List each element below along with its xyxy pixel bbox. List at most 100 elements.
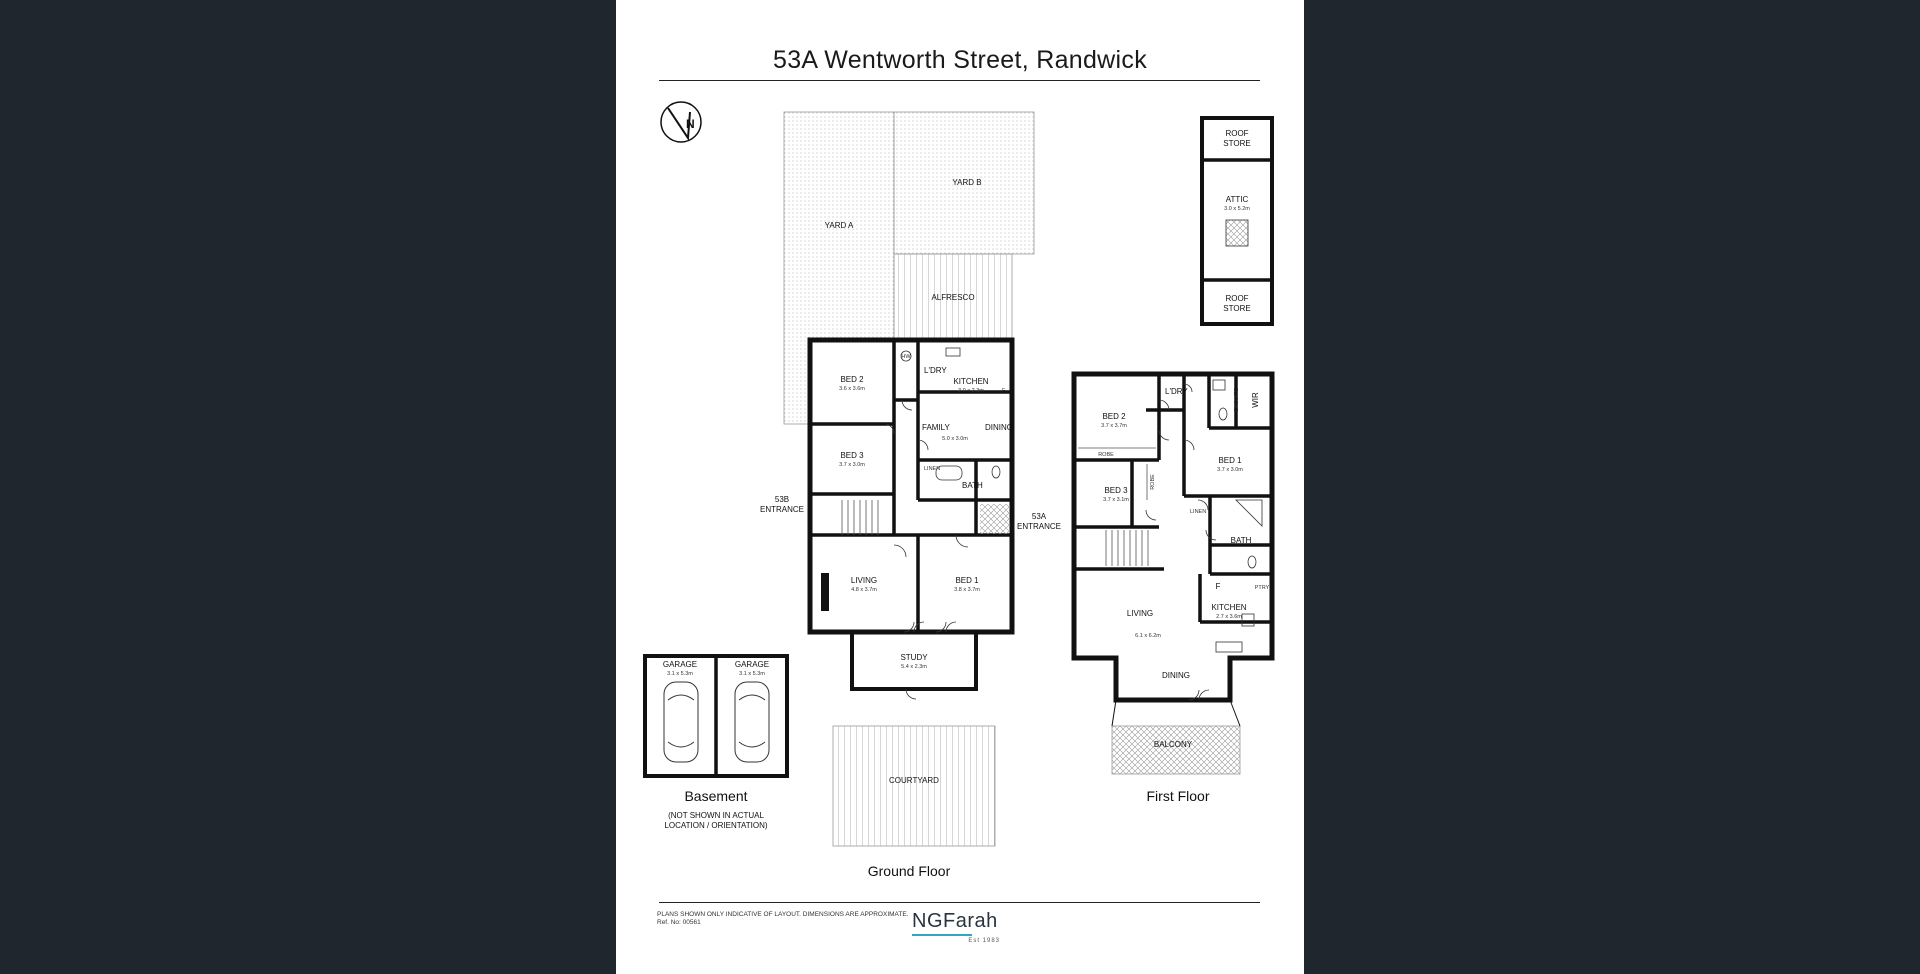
ff-dining-label: DINING bbox=[1162, 671, 1190, 680]
attic-plan: ROOF STORE ATTIC 3.0 x 5.2m ROOF STORE bbox=[1200, 116, 1274, 326]
brand-logo: NGFarah Est 1983 bbox=[912, 910, 1012, 944]
attic-hatch-icon bbox=[1225, 219, 1249, 247]
disclaimer-line-1: PLANS SHOWN ONLY INDICATIVE OF LAYOUT. D… bbox=[657, 911, 909, 918]
basement-note-1: (NOT SHOWN IN ACTUAL bbox=[668, 811, 764, 820]
ff-toilet-icon bbox=[1247, 555, 1257, 569]
cooktop-icon bbox=[1241, 613, 1255, 627]
entrance-tiles bbox=[980, 504, 1010, 534]
gf-53a-entrance-label-2: ENTRANCE bbox=[1017, 522, 1061, 531]
gf-bed2-label: BED 2 bbox=[840, 375, 864, 384]
toilet-icon bbox=[991, 465, 1001, 479]
roof-store-bottom-2: STORE bbox=[1223, 304, 1250, 313]
ff-wir-label: WIR bbox=[1251, 392, 1260, 408]
gf-bath-label: BATH bbox=[962, 481, 983, 490]
floor-plan-sheet: 53A Wentworth Street, Randwick bbox=[616, 0, 1304, 974]
car-icon-2 bbox=[734, 681, 770, 763]
yard-b-area bbox=[893, 111, 1035, 255]
gf-53b-entrance-label-1: 53B bbox=[775, 495, 789, 504]
gf-bed3-label: BED 3 bbox=[840, 451, 864, 460]
alfresco-area bbox=[893, 253, 1013, 341]
yard-b-label: YARD B bbox=[952, 178, 981, 187]
disclaimer: PLANS SHOWN ONLY INDICATIVE OF LAYOUT. D… bbox=[657, 911, 909, 927]
garage1-label: GARAGE bbox=[663, 660, 697, 669]
garage2-label: GARAGE bbox=[735, 660, 769, 669]
gf-kitchen-dimensions: 3.0 x 2.3m bbox=[958, 388, 984, 394]
ff-bed3-dimensions: 3.7 x 3.1m bbox=[1103, 497, 1129, 503]
ff-pantry-label: PTRY bbox=[1255, 585, 1270, 591]
first-floor-plan: L'DRY ENSUITE WIR BED 2 3.7 x 3.7m ROBE … bbox=[1071, 371, 1275, 804]
attic-dimensions: 3.0 x 5.2m bbox=[1224, 206, 1250, 212]
gf-53b-entrance-label-2: ENTRANCE bbox=[760, 505, 804, 514]
brand-established: Est 1983 bbox=[968, 938, 1000, 944]
hot-water-icon bbox=[900, 350, 912, 362]
fridge-label: F bbox=[1002, 388, 1006, 394]
courtyard-area bbox=[832, 725, 996, 847]
gf-bed1-dimensions: 3.8 x 3.7m bbox=[954, 587, 980, 593]
roof-store-bottom-1: ROOF bbox=[1225, 294, 1248, 303]
study-label: STUDY bbox=[900, 653, 928, 662]
hw-label: HW bbox=[901, 354, 911, 360]
basement-note-2: LOCATION / ORIENTATION) bbox=[664, 821, 767, 830]
ff-balcony-label: BALCONY bbox=[1154, 740, 1193, 749]
basement-title: Basement bbox=[684, 788, 747, 804]
gf-linen-label: LINEN bbox=[924, 466, 940, 472]
basement-plan: GARAGE 3.1 x 5.3m GARAGE 3.1 x 5.3m Base… bbox=[643, 654, 789, 830]
ff-living-label: LIVING bbox=[1127, 609, 1153, 618]
first-floor-title: First Floor bbox=[1147, 788, 1210, 804]
gf-bed2-dimensions: 3.6 x 3.6m bbox=[839, 386, 865, 392]
ff-bed1-dimensions: 3.7 x 3.0m bbox=[1217, 467, 1243, 473]
ground-floor-plan: YARD A YARD B ALFRESCO COURTYARD STUDY 5… bbox=[760, 111, 1061, 879]
gf-dining-label: DINING bbox=[985, 423, 1013, 432]
gf-53a-entrance-label-1: 53A bbox=[1032, 512, 1047, 521]
study-dimensions: 5.4 x 2.3m bbox=[901, 664, 927, 670]
ff-bed1-label: BED 1 bbox=[1218, 456, 1242, 465]
svg-text:N: N bbox=[686, 117, 695, 131]
ff-fridge-label: F bbox=[1216, 582, 1221, 591]
brand-name: NGFarah bbox=[912, 910, 998, 932]
ff-sink-icon bbox=[1215, 641, 1243, 653]
corner-bath-icon bbox=[1235, 499, 1263, 527]
ff-living-dimensions: 6.1 x 6.2m bbox=[1135, 633, 1161, 639]
ff-bed3-label: BED 3 bbox=[1104, 486, 1128, 495]
balcony-area bbox=[1111, 725, 1241, 775]
ensuite-toilet-icon bbox=[1218, 407, 1228, 421]
yard-a-label: YARD A bbox=[825, 221, 854, 230]
ff-kitchen-label: KITCHEN bbox=[1211, 603, 1246, 612]
footer-divider bbox=[659, 902, 1260, 903]
floor-plan-drawing: N YARD A YARD B ALFRESCO COURTYARD STUDY… bbox=[643, 101, 1275, 879]
attic-label: ATTIC bbox=[1226, 195, 1249, 204]
roof-store-top-1: ROOF bbox=[1225, 129, 1248, 138]
garage1-dimensions: 3.1 x 5.3m bbox=[667, 671, 693, 677]
ff-bed2-label: BED 2 bbox=[1102, 412, 1126, 421]
kitchen-sink-icon bbox=[945, 347, 961, 357]
north-compass-icon: N bbox=[660, 101, 702, 143]
ff-kitchen-dimensions: 2.7 x 3.6m bbox=[1216, 614, 1242, 620]
title-divider bbox=[659, 80, 1260, 81]
gf-family-dining-dimensions: 5.0 x 3.0m bbox=[942, 436, 968, 442]
ff-linen-label: LINEN bbox=[1190, 509, 1206, 515]
gf-living-dimensions: 4.8 x 3.7m bbox=[851, 587, 877, 593]
ensuite-vanity-icon bbox=[1212, 379, 1226, 391]
reference-number: Ref. No: 00561 bbox=[657, 919, 701, 926]
ff-bath-label: BATH bbox=[1231, 536, 1252, 545]
ff-ensuite-label: ENSUITE bbox=[1234, 388, 1240, 412]
bathtub-icon bbox=[935, 465, 963, 481]
gf-bed3-dimensions: 3.7 x 3.0m bbox=[839, 462, 865, 468]
ground-floor-outline bbox=[807, 337, 1015, 635]
ff-robe-b-label: ROBE bbox=[1150, 474, 1156, 490]
fireplace-icon bbox=[821, 573, 829, 611]
alfresco-label: ALFRESCO bbox=[931, 293, 974, 302]
ground-floor-title: Ground Floor bbox=[868, 863, 951, 879]
gf-family-label: FAMILY bbox=[922, 423, 951, 432]
ff-bed2-dimensions: 3.7 x 3.7m bbox=[1101, 423, 1127, 429]
ff-robe-a-label: ROBE bbox=[1098, 452, 1114, 458]
garage2-dimensions: 3.1 x 5.3m bbox=[739, 671, 765, 677]
gf-ldry-label: L'DRY bbox=[924, 366, 947, 375]
page-title: 53A Wentworth Street, Randwick bbox=[773, 46, 1147, 74]
gf-bed1-label: BED 1 bbox=[955, 576, 979, 585]
gf-living-label: LIVING bbox=[851, 576, 877, 585]
brand-accent-bar bbox=[912, 934, 972, 936]
gf-kitchen-label: KITCHEN bbox=[953, 377, 988, 386]
ff-ldry-label: L'DRY bbox=[1165, 387, 1188, 396]
